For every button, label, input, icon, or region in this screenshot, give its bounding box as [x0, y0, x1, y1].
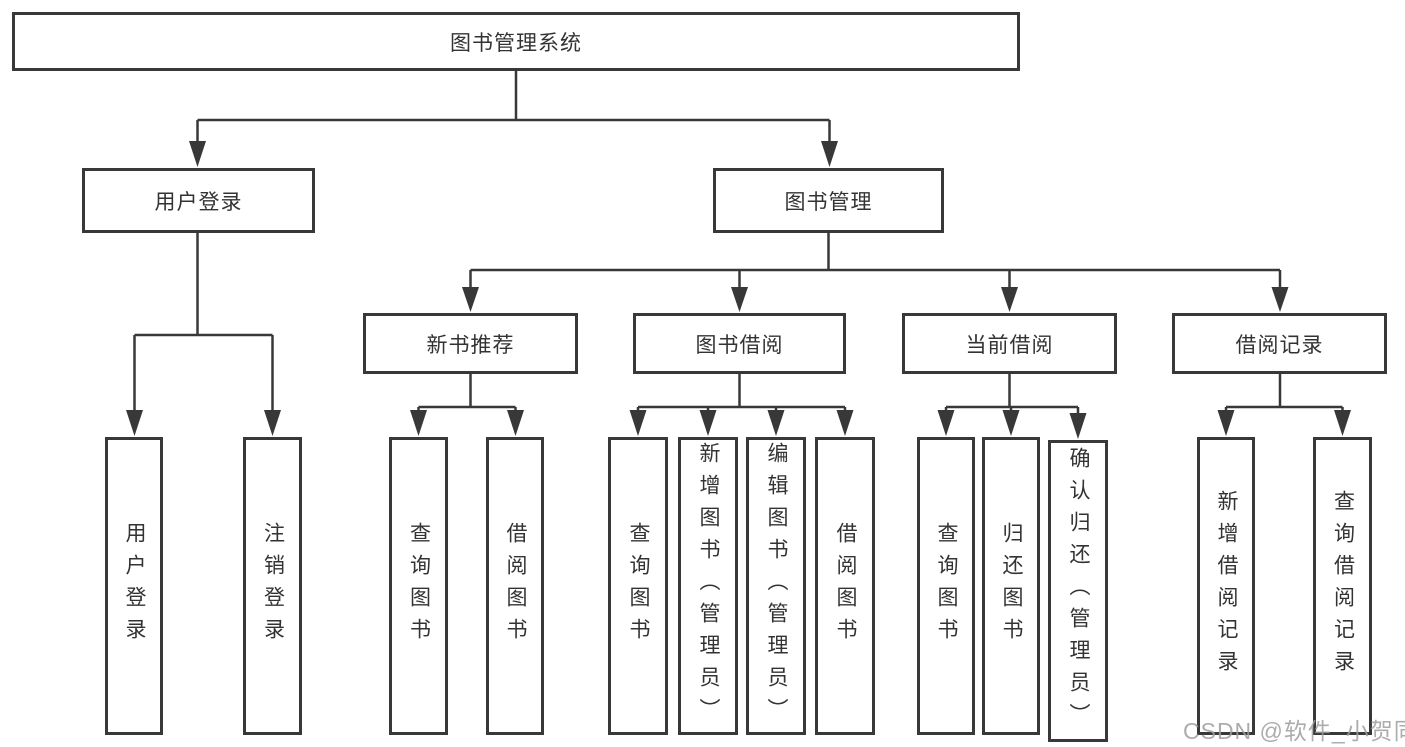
arrowhead-icons	[126, 141, 1351, 439]
node-user-login: 用户登录	[82, 168, 315, 233]
leaf-add-book-admin: 新增图书（管理员）	[678, 437, 738, 735]
node-book-management: 图书管理	[713, 168, 944, 233]
leaf-query-books-current: 查询图书	[917, 437, 975, 735]
leaf-query-books-newbook: 查询图书	[389, 437, 448, 735]
leaf-confirm-return-admin: 确认归还（管理员）	[1048, 440, 1108, 742]
leaf-borrow-books-borrow: 借阅图书	[815, 437, 875, 735]
node-current-borrow: 当前借阅	[902, 313, 1117, 374]
node-borrow-records: 借阅记录	[1172, 313, 1387, 374]
leaf-query-books-borrow: 查询图书	[608, 437, 668, 735]
node-book-borrow: 图书借阅	[633, 313, 846, 374]
leaf-query-borrow-record: 查询借阅记录	[1313, 437, 1372, 735]
leaf-add-borrow-record: 新增借阅记录	[1197, 437, 1255, 735]
csdn-watermark: CSDN @软件_小贺同学	[1183, 718, 1405, 744]
node-library-system: 图书管理系统	[12, 12, 1020, 71]
leaf-logout: 注销登录	[243, 437, 302, 735]
leaf-user-login: 用户登录	[105, 437, 163, 735]
node-new-book-recommend: 新书推荐	[363, 313, 578, 374]
leaf-edit-book-admin: 编辑图书（管理员）	[746, 437, 806, 735]
leaf-borrow-books-newbook: 借阅图书	[486, 437, 544, 735]
leaf-return-book: 归还图书	[982, 437, 1040, 735]
